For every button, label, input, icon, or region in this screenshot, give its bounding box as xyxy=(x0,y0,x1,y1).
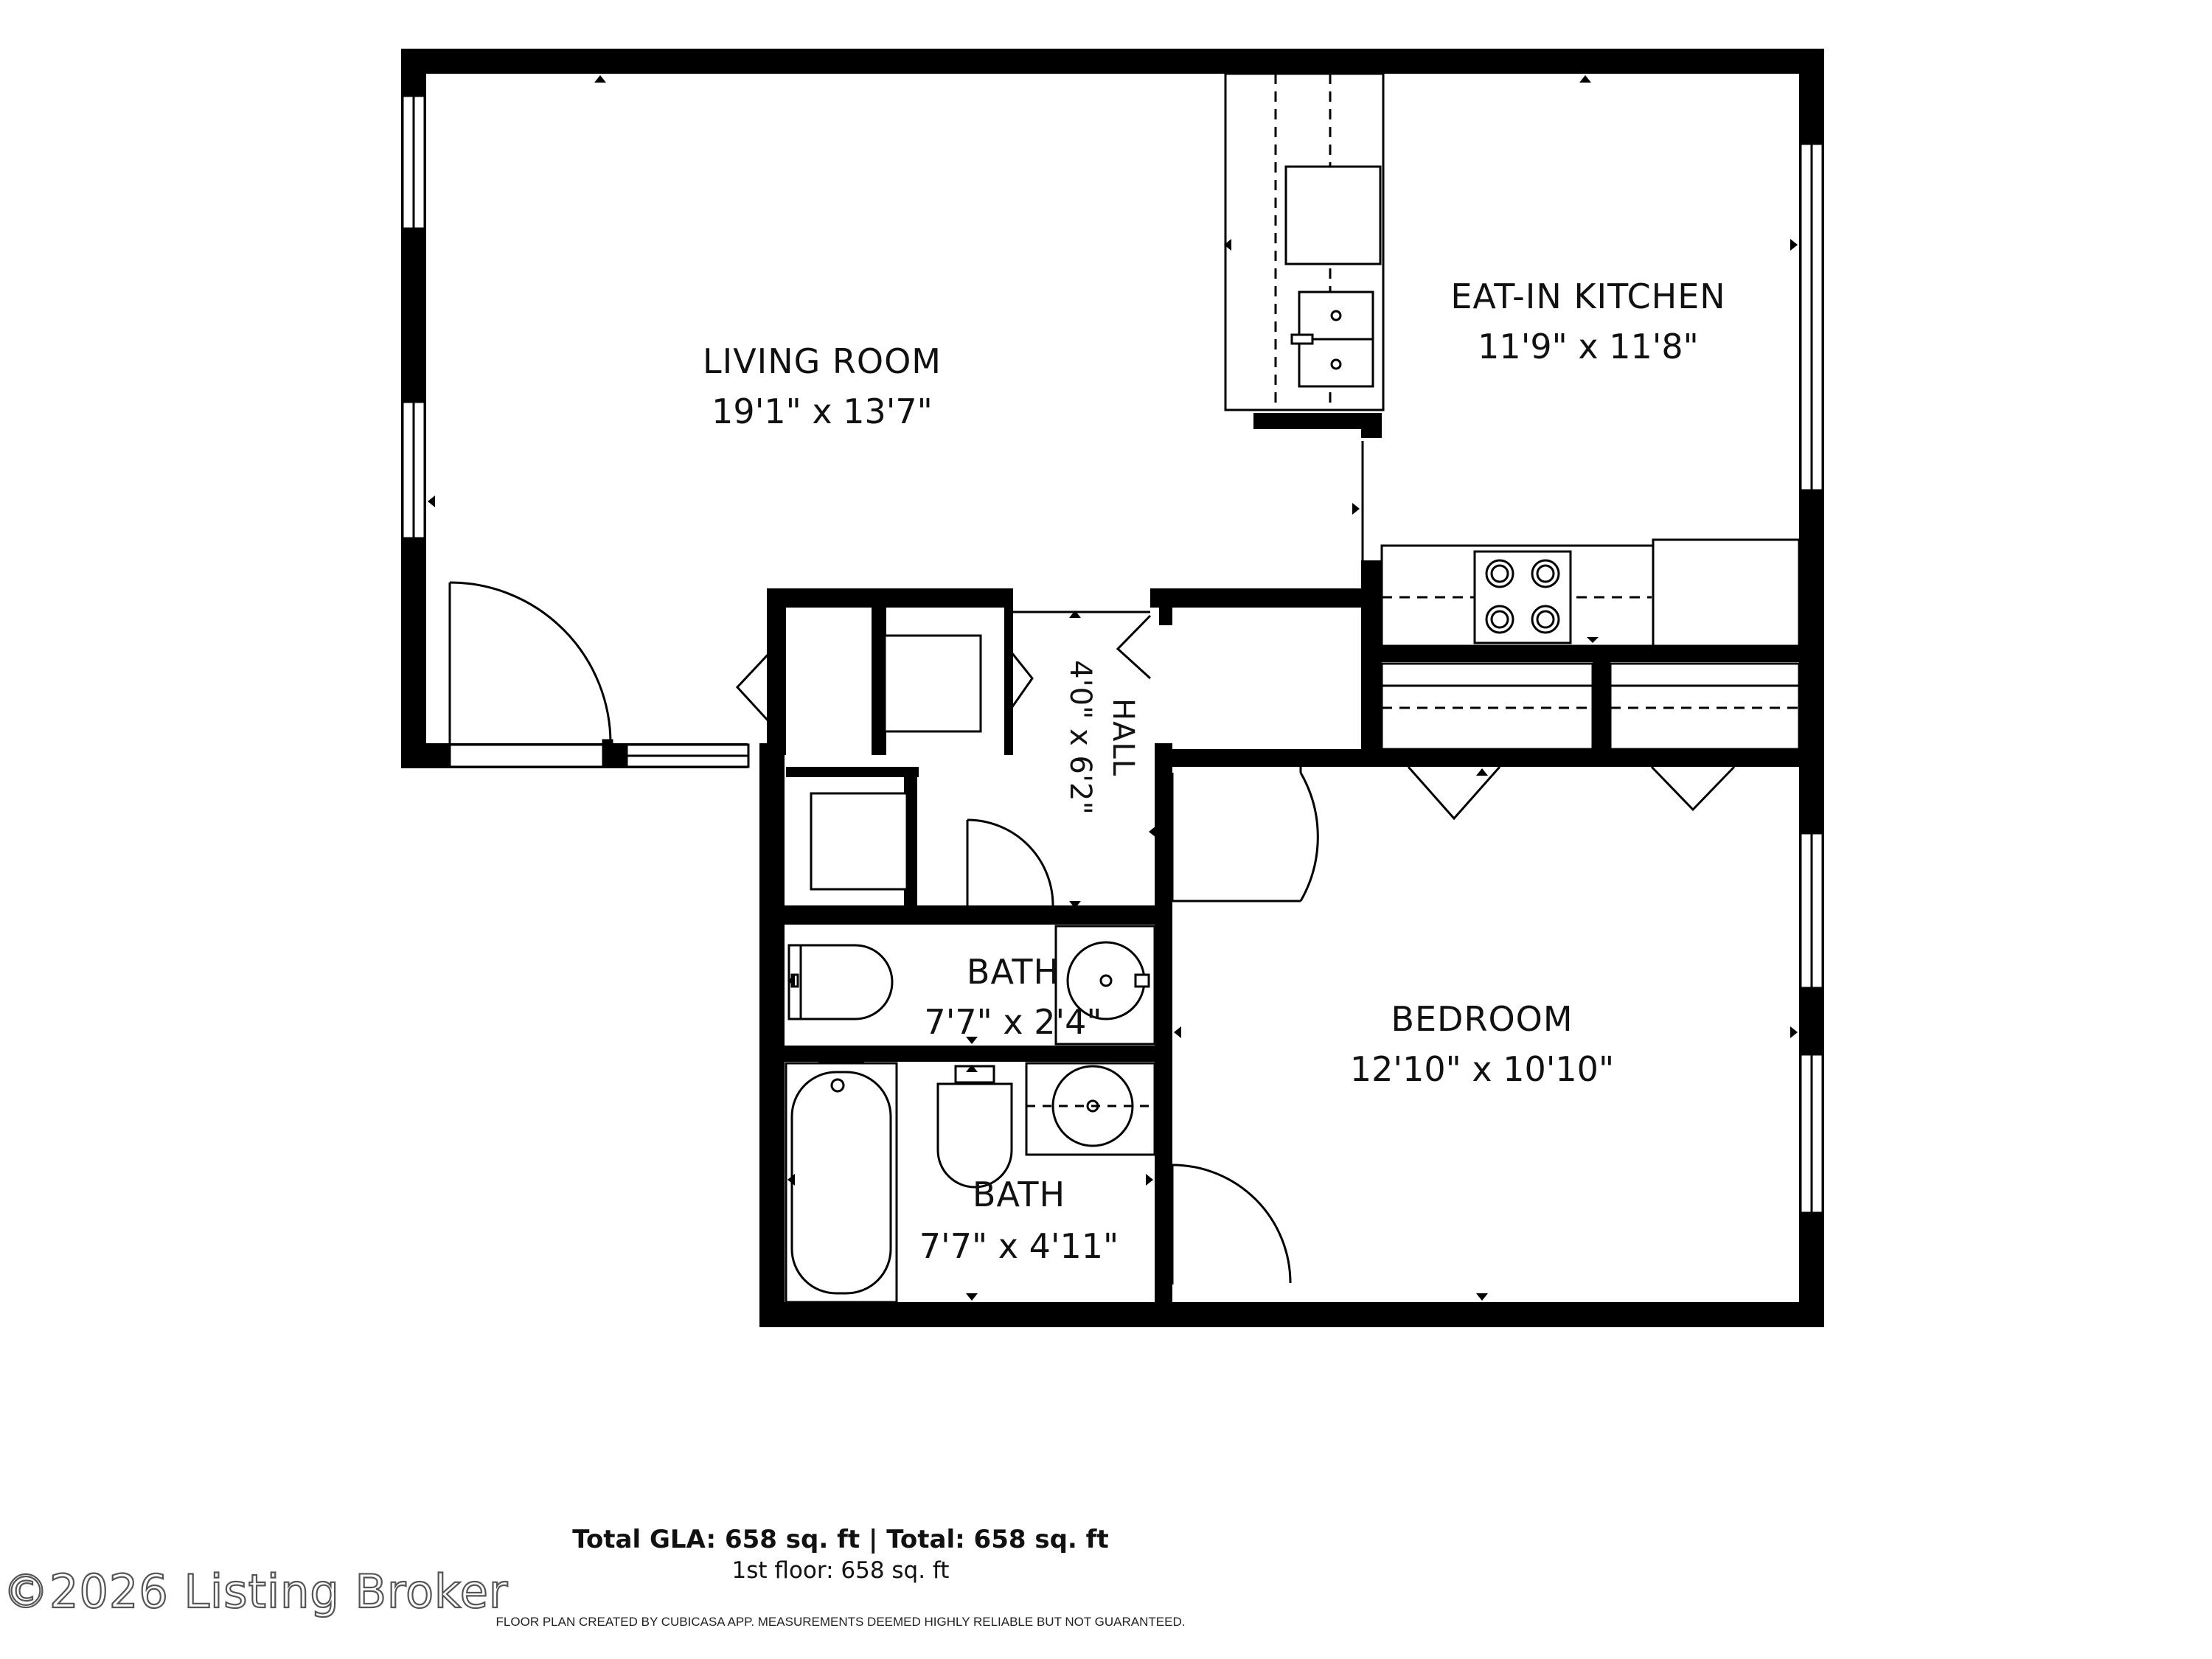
fixtures xyxy=(785,72,1801,1304)
living-room-dims: 19'1" x 13'7" xyxy=(712,392,933,431)
bath-small-dims: 7'7" x 2'4" xyxy=(924,1002,1102,1042)
room-labels: LIVING ROOM 19'1" x 13'7" EAT-IN KITCHEN… xyxy=(703,276,1725,1266)
bedroom-dims: 12'10" x 10'10" xyxy=(1350,1049,1614,1089)
kitchen-name: EAT-IN KITCHEN xyxy=(1450,276,1725,316)
bath-large-name: BATH xyxy=(973,1175,1065,1214)
disclaimer-label: FLOOR PLAN CREATED BY CUBICASA APP. MEAS… xyxy=(495,1615,1186,1629)
total-area-text: Total GLA: 658 sq. ft | Total: 658 sq. f… xyxy=(572,1525,1109,1554)
doors xyxy=(448,441,1736,1284)
disclaimer-text: FLOOR PLAN CREATED BY CUBICASA APP. MEAS… xyxy=(0,1615,2212,1630)
windows xyxy=(401,94,1824,1214)
kitchen-dims: 11'9" x 11'8" xyxy=(1478,327,1699,366)
dimension-ticks xyxy=(428,75,1798,1301)
hall-name: HALL xyxy=(1106,698,1140,776)
hall-dims: 4'0" x 6'2" xyxy=(1063,660,1097,815)
bedroom-name: BEDROOM xyxy=(1391,999,1573,1039)
bath-large-dims: 7'7" x 4'11" xyxy=(919,1226,1119,1266)
bath-small-name: BATH xyxy=(967,952,1060,992)
watermark: ©2026 Listing Broker xyxy=(2,1564,509,1619)
floor-area-text: 1st floor: 658 sq. ft xyxy=(731,1557,950,1584)
living-room-name: LIVING ROOM xyxy=(703,341,942,381)
